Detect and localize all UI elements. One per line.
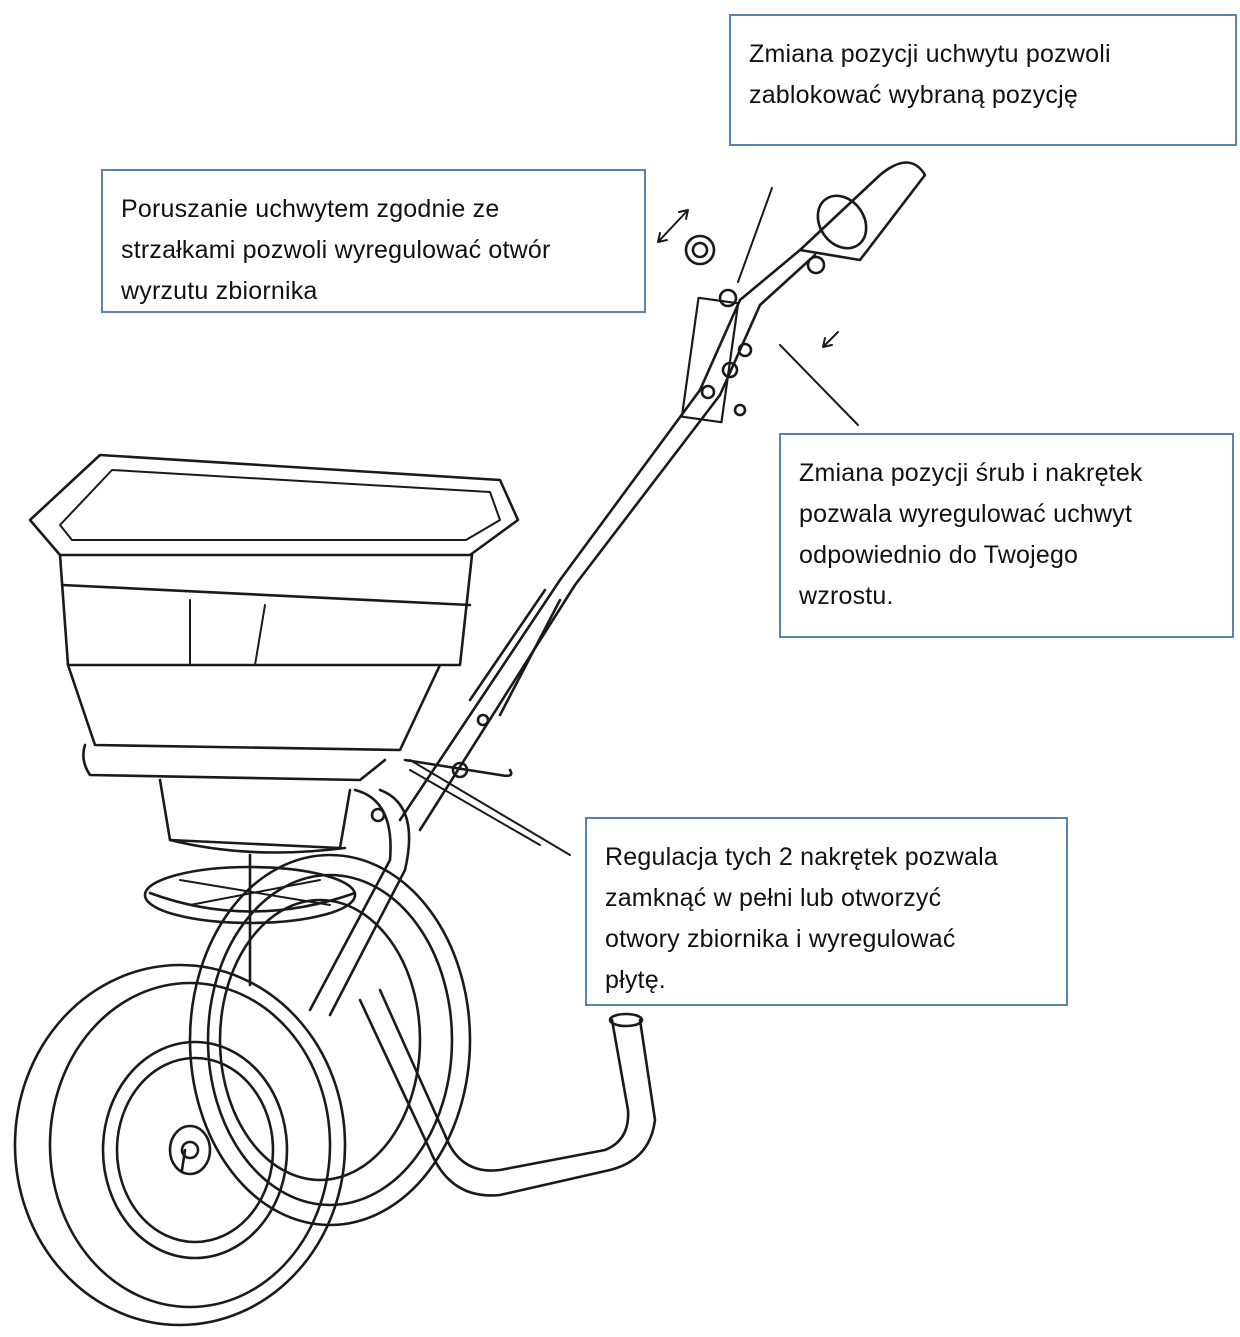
front-wheel — [13, 963, 347, 1327]
callout-line: strzałkami pozwoli wyregulować otwór — [121, 236, 551, 264]
callout-line: pozwala wyregulować uchwyt — [799, 500, 1133, 528]
hopper — [28, 453, 520, 854]
handle-grip — [684, 161, 927, 275]
rear-wheel — [188, 853, 472, 1227]
callout-line: zamknąć w pełni lub otworzyć — [605, 884, 942, 912]
callout-bolts-nuts: Zmiana pozycji śrub i nakrętek pozwala w… — [779, 433, 1234, 638]
frame — [308, 248, 817, 1197]
callout-line: zablokować wybraną pozycję — [749, 81, 1078, 109]
callout-two-nuts: Regulacja tych 2 nakrętek pozwala zamkną… — [585, 817, 1068, 1006]
callout-handle-move: Poruszanie uchwytem zgodnie ze strzałkam… — [101, 169, 646, 313]
callout-line: Poruszanie uchwytem zgodnie ze — [121, 195, 500, 223]
callout-line: wzrostu. — [799, 582, 894, 610]
callout-line: płytę. — [605, 966, 666, 994]
callout-line: wyrzutu zbiornika — [121, 277, 318, 305]
callout-pointers — [409, 187, 859, 856]
adjustment-linkage — [370, 713, 513, 823]
callout-line: odpowiednio do Twojego — [799, 541, 1079, 569]
spreader-plate — [143, 853, 357, 987]
callout-line: Regulacja tych 2 nakrętek pozwala — [605, 843, 998, 871]
callout-handle-lock: Zmiana pozycji uchwytu pozwoli zablokowa… — [729, 14, 1237, 146]
callout-line: Zmiana pozycji uchwytu pozwoli — [749, 40, 1111, 68]
callout-line: otwory zbiornika i wyregulować — [605, 925, 956, 953]
callout-line: Zmiana pozycji śrub i nakrętek — [799, 459, 1143, 487]
